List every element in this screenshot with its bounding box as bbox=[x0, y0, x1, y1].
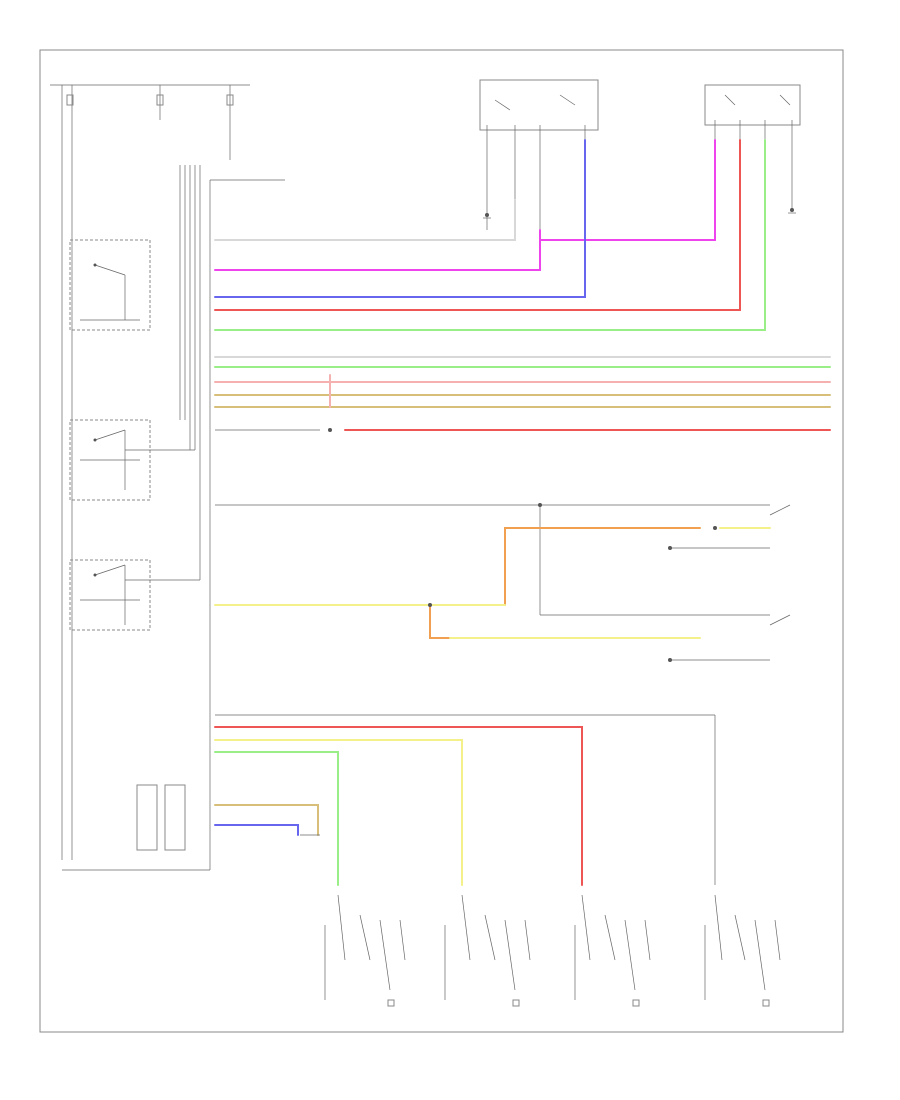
middle-harness bbox=[214, 356, 831, 432]
vertical-bus bbox=[62, 165, 285, 871]
switch-assembly-2 bbox=[704, 84, 801, 330]
wire-red-3 bbox=[214, 726, 583, 886]
actuator-3 bbox=[574, 894, 651, 1007]
wire-white-1 bbox=[214, 199, 516, 241]
wire-violet bbox=[214, 229, 541, 271]
wire-lightgreen-3 bbox=[214, 751, 339, 886]
wire-orange-1 bbox=[504, 527, 701, 606]
lower-harness bbox=[214, 714, 716, 886]
power-distribution bbox=[50, 84, 250, 860]
wire-violet-2 bbox=[539, 139, 716, 241]
actuator-1 bbox=[324, 894, 406, 1007]
wire-blue bbox=[214, 139, 586, 298]
wire-tan-3 bbox=[214, 804, 319, 836]
actuator-2 bbox=[444, 894, 531, 1007]
wire-orange-2 bbox=[429, 604, 451, 639]
wire-blue-2 bbox=[214, 824, 299, 836]
upper-harness bbox=[214, 139, 766, 331]
wire-lightgreen-1 bbox=[214, 139, 766, 331]
door-switch-section bbox=[214, 503, 791, 662]
wire-red-1 bbox=[214, 139, 741, 311]
relay-module-1 bbox=[69, 239, 151, 331]
switch-assembly-1 bbox=[479, 79, 599, 230]
control-module bbox=[136, 784, 186, 851]
wire-yellow-4 bbox=[214, 739, 463, 886]
diagram-frame bbox=[39, 49, 844, 1033]
relay-module-3 bbox=[69, 559, 200, 631]
relay-module-2 bbox=[69, 419, 195, 501]
actuator-4 bbox=[704, 894, 781, 1007]
